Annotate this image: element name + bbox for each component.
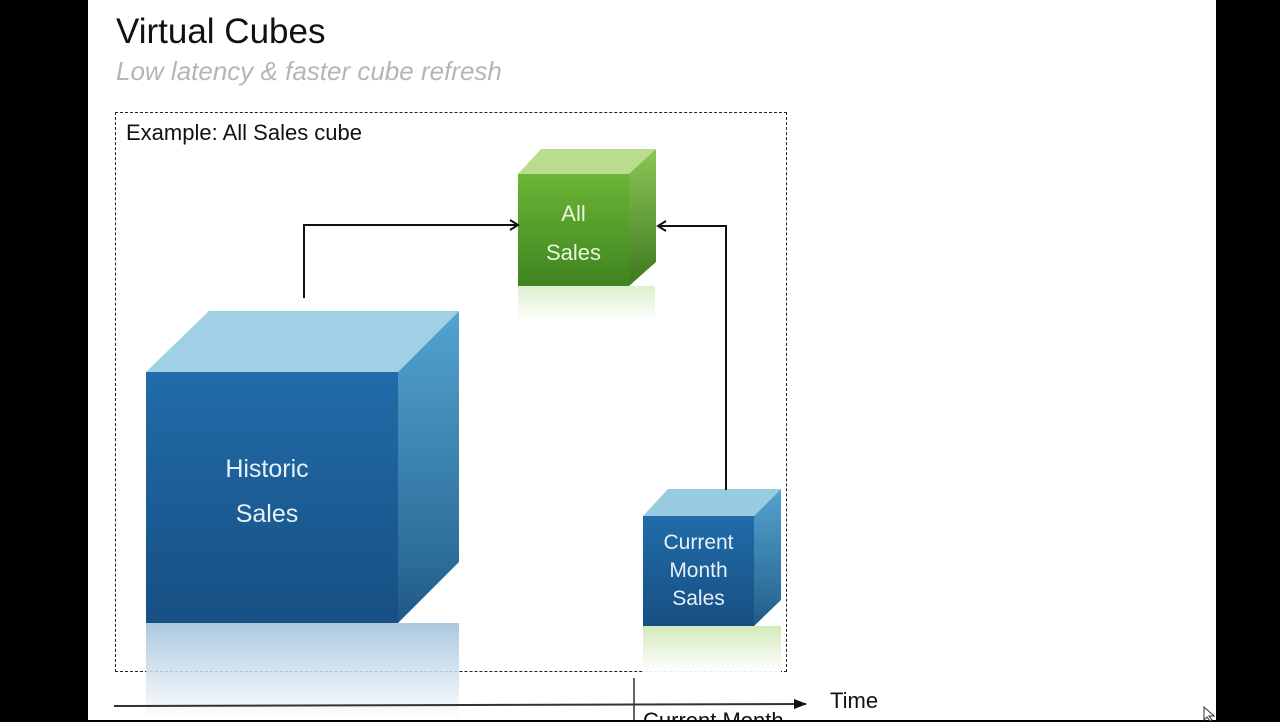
all-sales-label-line1: All: [561, 201, 586, 226]
all-sales-front-face: [518, 174, 629, 286]
cube-diagram: [113, 149, 807, 720]
historic-sales-label-line2: Sales: [235, 500, 299, 528]
current-month-label-line2: Month: [669, 559, 728, 582]
historic-sales-reflection: [146, 623, 459, 720]
all-sales-reflection: [518, 286, 655, 322]
historic-sales-top-face: [146, 311, 459, 372]
all-sales-side-face: [629, 149, 656, 286]
current-month-label-line1: Current: [663, 531, 734, 554]
historic-to-all-sales-arrow: [303, 219, 520, 298]
all-sales-label: All Sales: [518, 194, 629, 272]
historic-sales-cube: [146, 311, 459, 720]
slide-subtitle: Low latency & faster cube refresh: [116, 56, 502, 86]
current-month-side-face: [754, 489, 781, 626]
current-month-label-line3: Sales: [672, 587, 725, 610]
current-to-all-sales-arrow: [656, 220, 727, 490]
all-sales-cube: [518, 149, 656, 322]
time-axis-label: Time: [830, 688, 879, 713]
all-sales-label-line2: Sales: [545, 240, 602, 265]
current-month-sales-cube: [643, 489, 781, 672]
historic-sales-side-face: [398, 311, 459, 623]
time-axis: [113, 699, 807, 710]
historic-sales-front-face: [146, 372, 398, 623]
example-label: Example: All Sales cube: [126, 120, 363, 145]
slide-title: Virtual Cubes: [116, 12, 326, 51]
current-month-reflection: [643, 626, 781, 672]
current-month-sales-label: Current Month Sales: [643, 529, 754, 613]
current-month-top-face: [643, 489, 781, 516]
all-sales-top-face: [518, 149, 656, 174]
current-month-axis-label: Current Month: [643, 708, 784, 720]
historic-sales-label-line1: Historic: [225, 455, 309, 483]
current-month-front-face: [643, 516, 754, 626]
historic-sales-label: Historic Sales: [146, 447, 388, 537]
slide: Virtual Cubes Low latency & faster cube …: [88, 0, 1216, 720]
